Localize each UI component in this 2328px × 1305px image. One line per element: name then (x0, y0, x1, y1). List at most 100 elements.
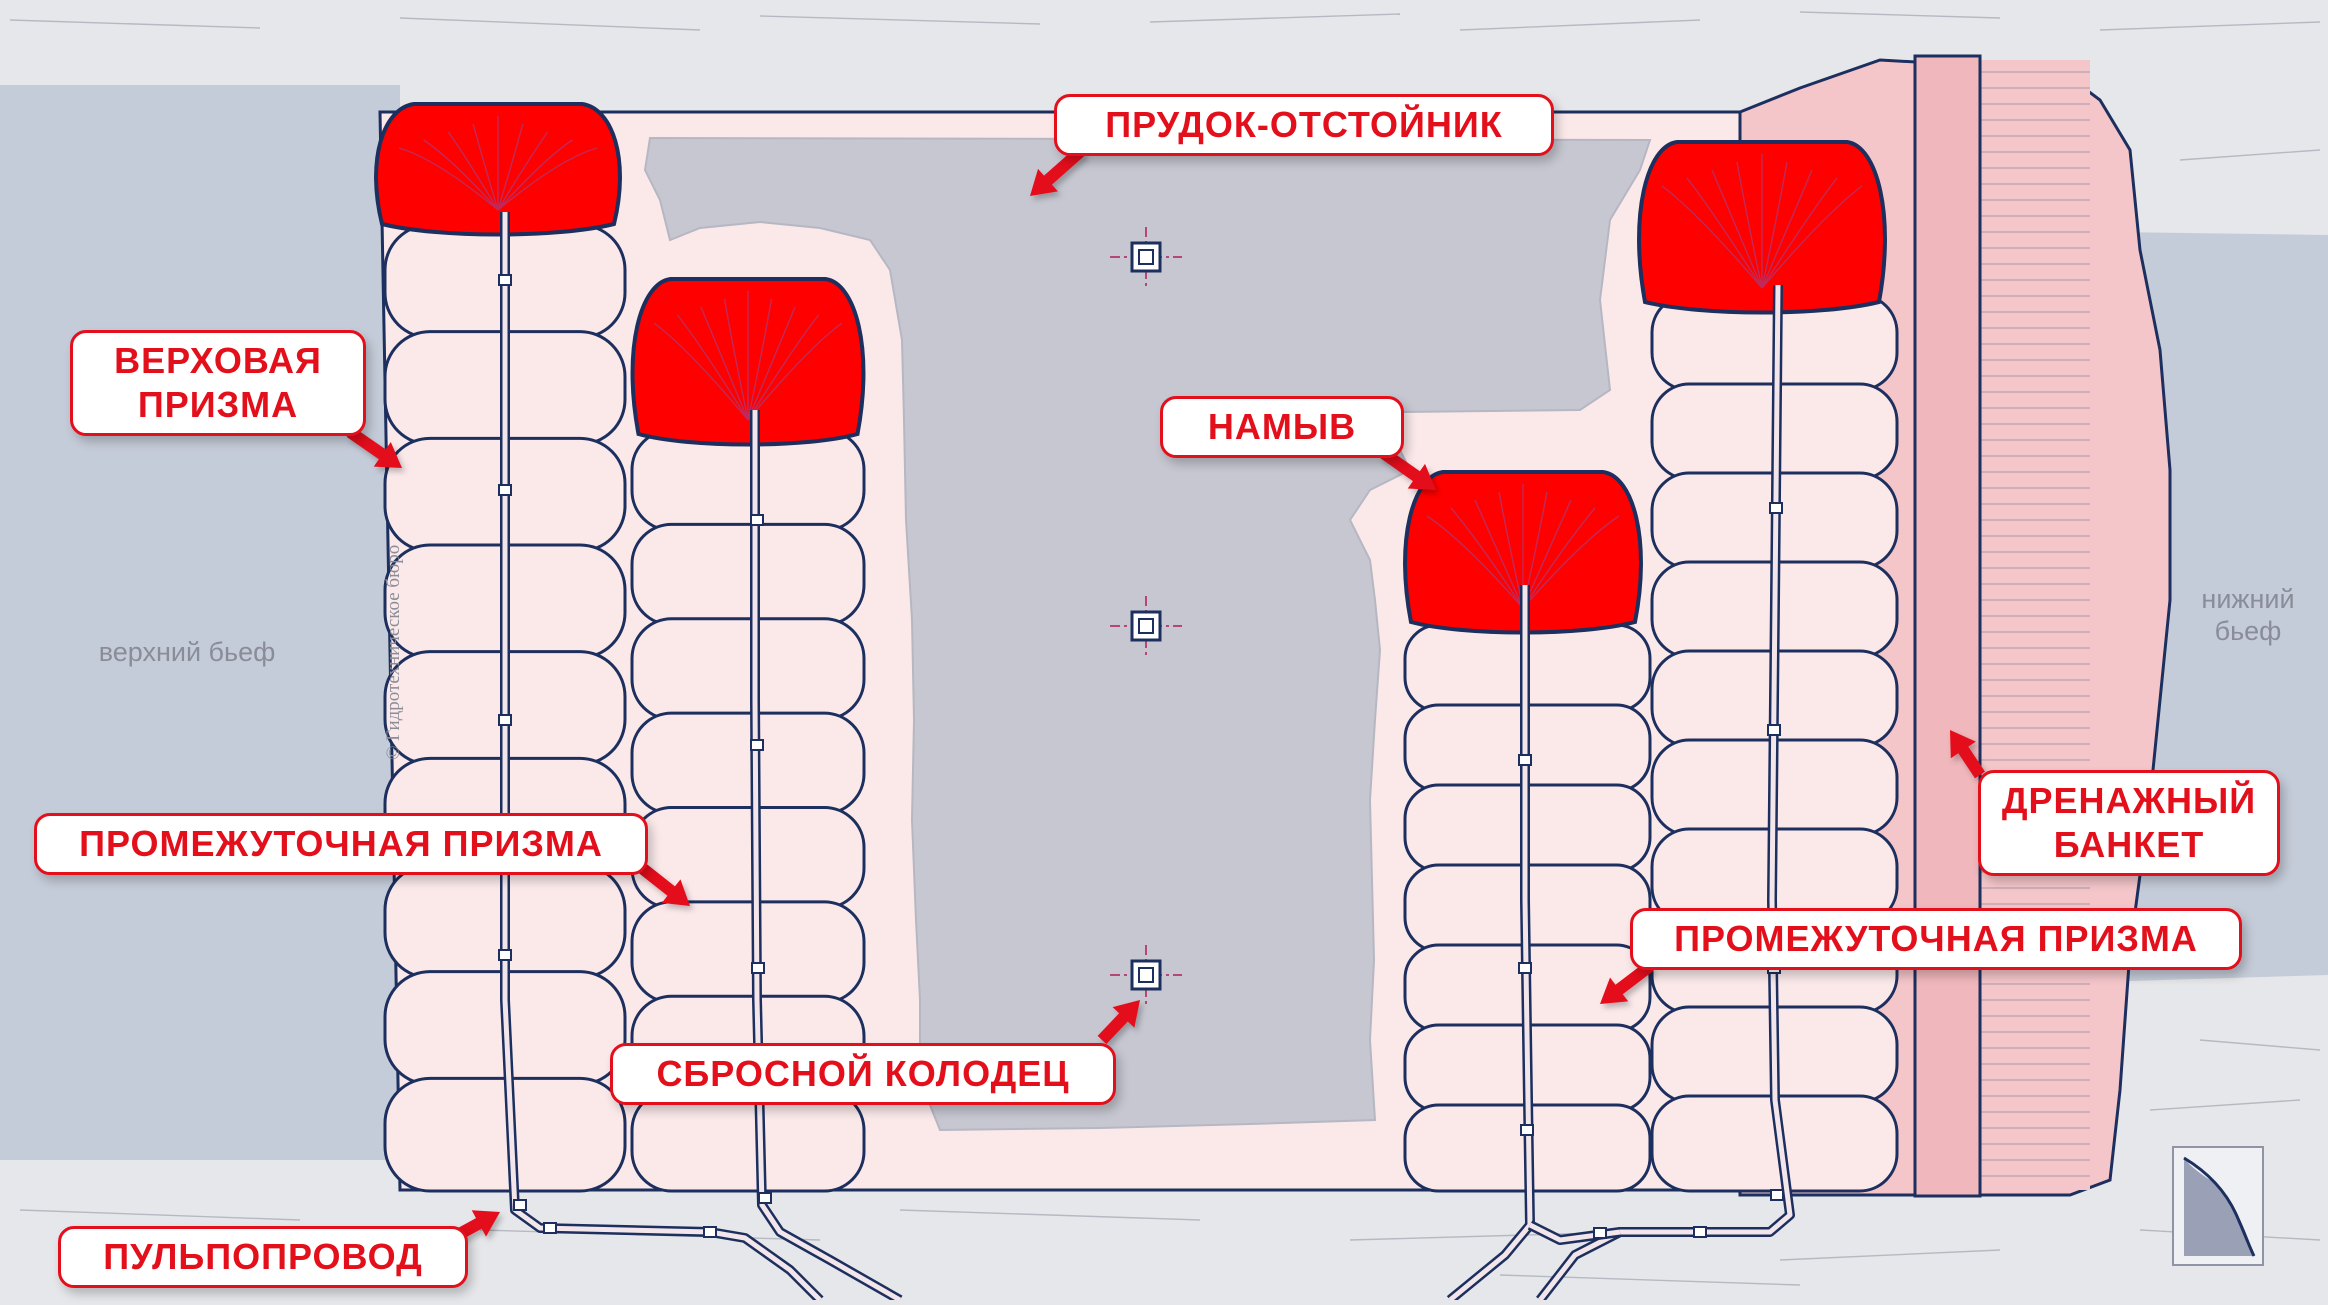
callout-intermediate-prism-right: ПРОМЕЖУТОЧНАЯ ПРИЗМА (1630, 908, 2242, 970)
ground-stroke (1499, 1274, 1801, 1286)
callout-arrow (638, 863, 690, 906)
spray-line (747, 306, 796, 421)
spillway-well (1130, 959, 1162, 991)
pulp-pipe-left-b-inner (752, 410, 902, 1303)
spray-line (723, 298, 749, 421)
callout-arrow (346, 427, 402, 468)
spray-line (1761, 169, 1813, 289)
spray-line (1711, 169, 1763, 289)
spray-line (1761, 161, 1788, 289)
upper-pool-label: верхний бьеф (98, 637, 276, 667)
spray-line (1498, 491, 1524, 609)
pipe-clamp (1767, 724, 1781, 736)
pipe-clamp (1769, 502, 1783, 514)
ground-stroke (2199, 1039, 2321, 1051)
pipe-clamp (758, 1192, 772, 1204)
spray-line (497, 131, 549, 211)
pulp-pipe-right-a-inner (1448, 585, 1533, 1302)
pipe-clamp (703, 1226, 717, 1238)
callout-upstream-prism: ВЕРХОВАЯ ПРИЗМА (70, 330, 366, 436)
callout-arrow (1378, 447, 1436, 490)
pipe-clamp (498, 484, 512, 496)
pipe-clamp (1518, 754, 1532, 766)
ground-stroke (1459, 19, 1701, 31)
prism-cell (630, 1089, 866, 1193)
ground-stroke (399, 17, 701, 31)
pipe-clamp (1593, 1227, 1607, 1239)
callout-pulp-pipe: ПУЛЬПОПРОВОД (58, 1226, 468, 1288)
callout-arrow (1030, 145, 1086, 196)
ground-stroke (759, 15, 1041, 25)
spray-line (1522, 507, 1596, 609)
prism-cell (630, 900, 866, 1004)
ground-stroke (2149, 1099, 2301, 1111)
spray-line (1736, 161, 1763, 289)
spray-line (497, 147, 598, 211)
spray-line (1661, 185, 1763, 289)
spray-line (398, 147, 499, 211)
spillway-well (1130, 241, 1162, 273)
spillway-well-inner (1138, 249, 1154, 265)
pipe-clamp (750, 514, 764, 526)
spray-line (1474, 499, 1524, 609)
prism-cell (630, 617, 866, 721)
ground-stroke (19, 1209, 301, 1221)
spray-line (497, 123, 524, 211)
pipe-clamp (751, 962, 765, 974)
callout-pond: ПРУДОК-ОТСТОЙНИК (1054, 94, 1554, 156)
spray-line (1522, 515, 1620, 609)
upper-pool-water (0, 85, 400, 1160)
pulp-pipelines (498, 212, 1795, 1305)
ground-stroke (1149, 13, 1401, 23)
spray-line (676, 314, 749, 421)
pipe-clamp (1518, 962, 1532, 974)
pipe-clamp (498, 274, 512, 286)
pipe-clamp (1520, 1124, 1534, 1136)
spray-line (497, 139, 573, 211)
pipe-clamp (498, 949, 512, 961)
pipe-clamp (750, 739, 764, 751)
spray-line (1761, 177, 1838, 289)
callout-alluvium: НАМЫВ (1160, 396, 1404, 458)
spillway-well-inner (1138, 618, 1154, 634)
spray-line (653, 322, 749, 421)
spray-line (447, 131, 499, 211)
ground-stroke (2179, 149, 2321, 161)
spray-line (747, 314, 820, 421)
ground-stroke (9, 19, 261, 29)
copyright-text: © Гидротехническое бюро (383, 544, 404, 760)
spray-line (1426, 515, 1524, 609)
prism-cell (630, 711, 866, 815)
ground-stroke (899, 1209, 1201, 1221)
callout-arrow (1950, 730, 1985, 779)
logo-icon (2183, 1156, 2256, 1257)
callout-arrow (1600, 961, 1654, 1004)
spillway-wells (1110, 227, 1182, 1005)
spray-line (1686, 177, 1763, 289)
drainage-bank-core (1913, 54, 1982, 1198)
pipe-clamp (1770, 1189, 1784, 1201)
pipe-clamp (498, 714, 512, 726)
pulp-pipe-right-b-inner (1538, 284, 1793, 1302)
pipe-clamp (543, 1222, 557, 1234)
callout-arrow (1097, 1000, 1140, 1045)
spray-line (472, 123, 499, 211)
spray-line (747, 298, 773, 421)
spray-line (747, 322, 843, 421)
pipe-clamp (1693, 1226, 1707, 1238)
callout-intermediate-prism-left: ПРОМЕЖУТОЧНАЯ ПРИЗМА (34, 813, 648, 875)
drainage-bank-hatch (1980, 60, 2090, 1190)
callout-drainage-bank: ДРЕНАЖНЫЙ БАНКЕТ (1978, 770, 2280, 876)
spray-line (700, 306, 749, 421)
ground-stroke (1779, 1249, 2001, 1261)
spillway-well-inner (1138, 967, 1154, 983)
company-logo (2172, 1146, 2264, 1266)
pipe-clamp (513, 1199, 527, 1211)
spray-line (423, 139, 499, 211)
ground-stroke (2099, 21, 2321, 31)
spray-line (1450, 507, 1524, 609)
alluvium-domes (374, 102, 1887, 635)
spillway-well (1130, 610, 1162, 642)
